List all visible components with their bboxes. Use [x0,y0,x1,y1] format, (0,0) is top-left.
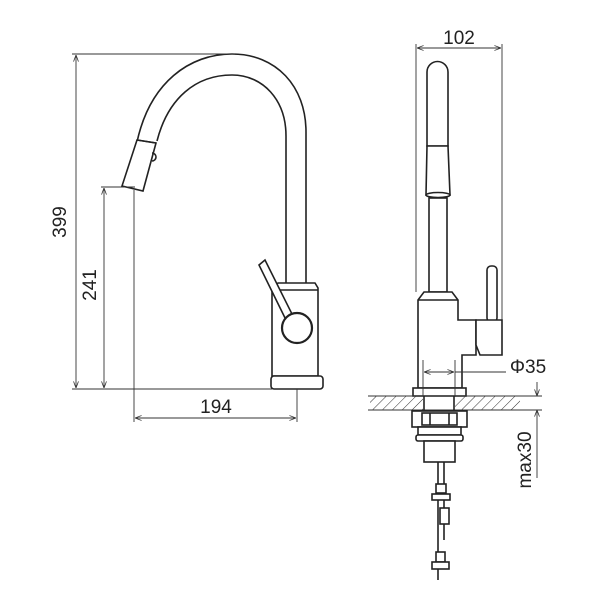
dim-spout-height: 241 [80,269,101,301]
spout-top [426,60,449,147]
gooseneck-inner [156,74,287,283]
dim-base-diameter: Φ35 [510,357,546,378]
front-view: 102 Φ35 max30 [368,28,546,580]
front-base [412,387,467,397]
spray-button [151,152,157,162]
dim-overall-height: 399 [50,206,71,238]
washer [417,426,462,436]
spray-head-band [136,139,157,144]
front-lever [486,265,498,323]
shank [423,440,456,463]
front-body [417,291,477,389]
gooseneck-outer [136,53,307,283]
dim-spout-reach: 194 [200,397,232,418]
dim-width: 102 [443,28,475,49]
spout-tube [428,197,448,293]
countertop-left [370,396,423,410]
side-view: 399 241 194 [50,53,324,422]
base [270,375,324,390]
countertop-right [455,396,520,410]
hose-connector [431,493,451,501]
spout-head [425,145,451,196]
lever-hub [280,311,314,345]
dim-max-thickness: max30 [515,431,536,488]
handle-block [475,319,503,356]
spray-head [120,139,158,192]
